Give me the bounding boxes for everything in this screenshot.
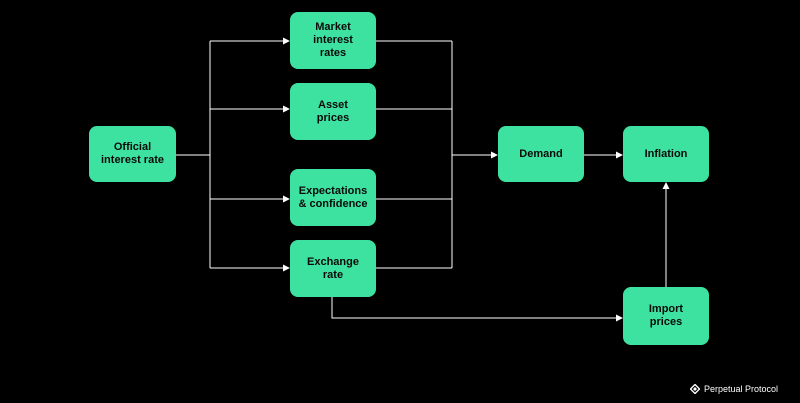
node-exchange-rate: Exchange rate	[290, 240, 376, 297]
brand-watermark: Perpetual Protocol	[690, 384, 778, 394]
brand-name: Perpetual Protocol	[704, 384, 779, 394]
node-expectations-confidence: Expectations & confidence	[290, 169, 376, 226]
node-label: Demand	[519, 147, 563, 160]
node-demand: Demand	[498, 126, 584, 182]
node-label: Import prices	[648, 303, 684, 328]
node-label: Asset prices	[316, 98, 350, 124]
node-label: Inflation	[644, 147, 688, 160]
node-label: Market interest rates	[313, 21, 353, 59]
node-label: Official interest rate	[101, 141, 164, 166]
node-label: Exchange rate	[307, 255, 359, 281]
perpetual-protocol-logo-icon	[690, 384, 700, 394]
node-label: Expectations & confidence	[298, 184, 368, 210]
node-market-interest-rates: Market interest rates	[290, 12, 376, 69]
node-official-interest-rate: Official interest rate	[89, 126, 176, 182]
node-asset-prices: Asset prices	[290, 83, 376, 140]
edge-exchange-import	[331, 297, 623, 322]
node-import-prices: Import prices	[623, 287, 709, 345]
node-inflation: Inflation	[623, 126, 709, 182]
